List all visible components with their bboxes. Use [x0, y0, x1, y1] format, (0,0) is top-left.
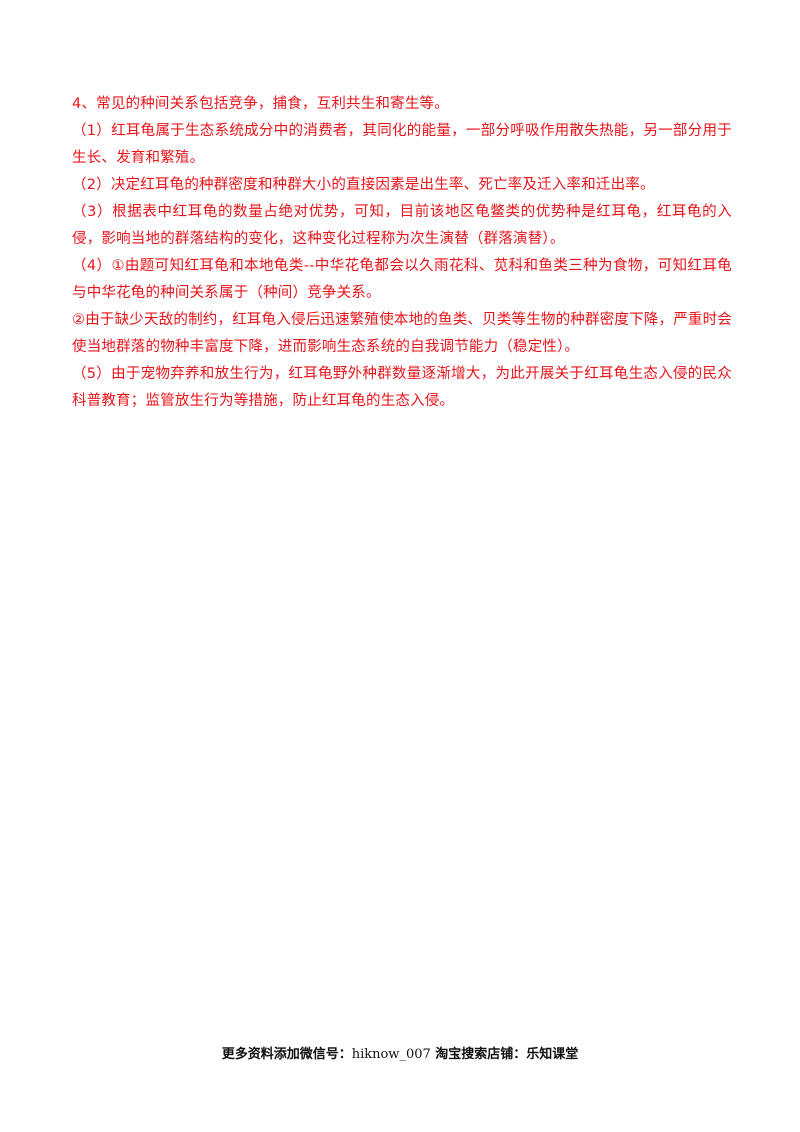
- answer-item-2: （2）决定红耳龟的种群密度和种群大小的直接因素是出生率、死亡率及迁入率和迁出率。: [72, 177, 655, 193]
- answer-item-1: （1）红耳龟属于生态系统成分中的消费者，其同化的能量，一部分呼吸作用散失热能，另…: [72, 123, 732, 166]
- footer-shop-name: 乐知课堂: [526, 1047, 579, 1062]
- answer-intro: 4、常见的种间关系包括竞争，捕食，互利共生和寄生等。: [72, 96, 449, 112]
- answer-item-5: （5）由于宠物弃养和放生行为，红耳龟野外种群数量逐渐增大，为此开展关于红耳龟生态…: [72, 366, 732, 409]
- answer-explanation: 4、常见的种间关系包括竞争，捕食，互利共生和寄生等。 （1）红耳龟属于生态系统成…: [72, 91, 732, 415]
- answer-item-4: （4）①由题可知红耳龟和本地龟类--中华花龟都会以久雨花科、苋科和鱼类三种为食物…: [72, 258, 732, 301]
- answer-item-3: （3）根据表中红耳龟的数量占绝对优势，可知，目前该地区龟鳖类的优势种是红耳龟，红…: [72, 204, 732, 247]
- footer-wechat-id: hiknow_007: [351, 1047, 431, 1062]
- footer-shop-prefix: 淘宝搜索店铺：: [430, 1047, 527, 1062]
- footer-wechat-prefix: 更多资料添加微信号：: [221, 1047, 352, 1062]
- answer-item-4-part-2: ②由于缺少天敌的制约，红耳龟入侵后迅速繁殖使本地的鱼类、贝类等生物的种群密度下降…: [72, 312, 732, 355]
- page-footer: 更多资料添加微信号：hiknow_007 淘宝搜索店铺：乐知课堂: [0, 1046, 800, 1064]
